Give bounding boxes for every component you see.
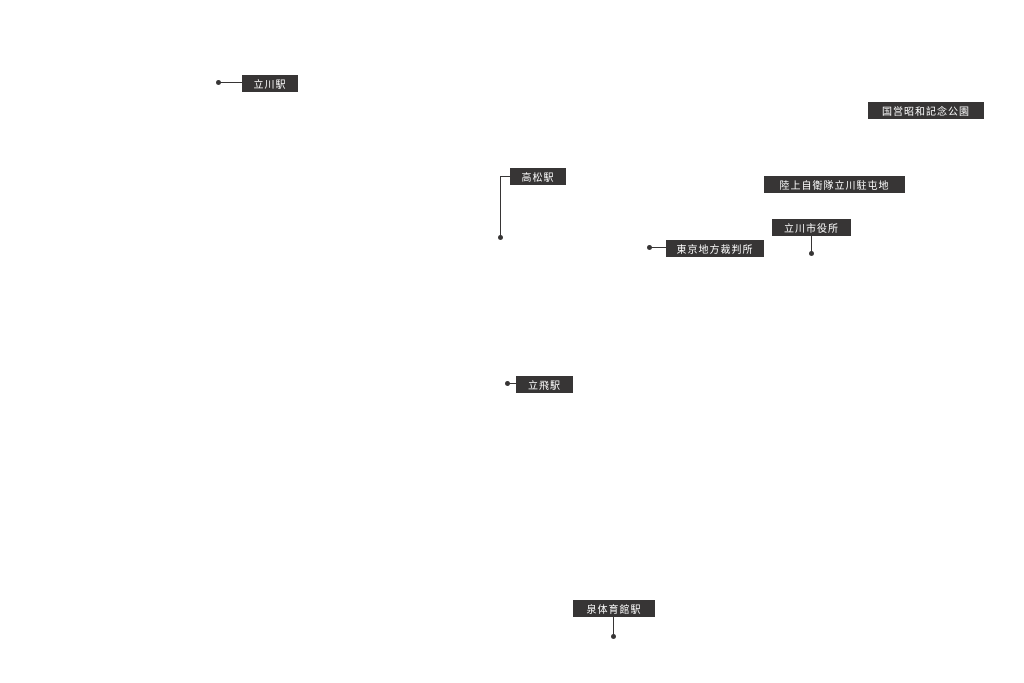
tachikawa-city-hall-marker xyxy=(809,251,814,256)
showa-kinen-park-label[interactable]: 国営昭和記念公園 xyxy=(868,102,984,119)
takamatsu-station-leader-horizontal xyxy=(500,176,510,177)
takamatsu-station-label[interactable]: 高松駅 xyxy=(510,168,566,185)
tachikawa-station-leader xyxy=(219,82,242,83)
tachikawa-station-label[interactable]: 立川駅 xyxy=(242,75,298,92)
tachihi-station-marker xyxy=(505,381,510,386)
gsdf-tachikawa-camp-label[interactable]: 陸上自衛隊立川駐屯地 xyxy=(764,176,905,193)
izumi-taiikukan-station-label[interactable]: 泉体育館駅 xyxy=(573,600,655,617)
takamatsu-station-leader-vertical xyxy=(500,176,501,237)
takamatsu-station-marker xyxy=(498,235,503,240)
tachihi-station-leader xyxy=(508,383,516,384)
tachihi-station-label[interactable]: 立飛駅 xyxy=(516,376,573,393)
tachikawa-station-marker xyxy=(216,80,221,85)
tokyo-district-court-marker xyxy=(647,245,652,250)
tokyo-district-court-leader xyxy=(650,247,666,248)
tachikawa-city-hall-label[interactable]: 立川市役所 xyxy=(772,219,851,236)
izumi-taiikukan-station-leader xyxy=(613,617,614,636)
izumi-taiikukan-station-marker xyxy=(611,634,616,639)
tokyo-district-court-label[interactable]: 東京地方裁判所 xyxy=(666,240,764,257)
tachikawa-city-hall-leader xyxy=(811,236,812,253)
